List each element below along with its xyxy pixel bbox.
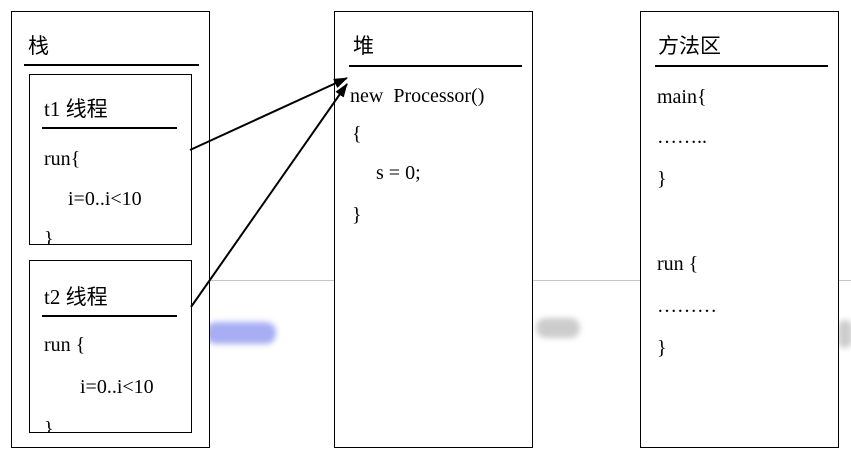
thread-t1-box: t1 线程 run{ i=0..i<10 } xyxy=(29,74,192,245)
thread-t1-code-line: } xyxy=(44,228,54,245)
method-area-code-line: } xyxy=(657,337,667,359)
method-area-title-underline xyxy=(655,65,828,67)
heap-code-line: { xyxy=(352,123,362,145)
gray-smudge-edge xyxy=(838,320,851,348)
thread-t2-title: t2 线程 xyxy=(44,285,108,309)
thread-t2-box: t2 线程 run { i=0..i<10 } xyxy=(29,260,192,433)
method-area-code-line: …….. xyxy=(657,126,707,148)
thread-t2-code-line: i=0..i<10 xyxy=(80,376,154,398)
stack-title-underline xyxy=(24,64,199,66)
method-area-title: 方法区 xyxy=(658,34,721,58)
stack-panel: 栈 t1 线程 run{ i=0..i<10 } t2 线程 run { i=0… xyxy=(11,11,210,448)
heap-code-line: } xyxy=(352,204,362,226)
thread-t1-underline xyxy=(42,127,177,129)
stack-title: 栈 xyxy=(28,34,49,58)
thread-t1-code-line: i=0..i<10 xyxy=(68,188,142,210)
thread-t2-code-line: run { xyxy=(44,334,86,356)
method-area-code-line: ……… xyxy=(657,295,717,317)
method-area-code-line: } xyxy=(657,168,667,190)
blue-smudge xyxy=(206,322,276,344)
heap-code-line: new Processor() xyxy=(350,85,485,107)
thread-t1-title: t1 线程 xyxy=(44,97,108,121)
method-area-panel: 方法区 main{ …….. } run { ……… } xyxy=(640,11,839,448)
heap-code-line: s = 0; xyxy=(376,162,421,184)
heap-title: 堆 xyxy=(353,34,374,58)
heap-panel: 堆 new Processor() { s = 0; } xyxy=(334,11,533,448)
thread-t1-code-line: run{ xyxy=(44,148,81,170)
thread-t2-code-line: } xyxy=(44,418,54,433)
thread-t2-underline xyxy=(42,315,177,317)
arrow-t1-to-heap xyxy=(189,77,348,151)
gray-smudge xyxy=(536,318,580,338)
method-area-code-line: main{ xyxy=(657,86,707,108)
arrow-t2-to-heap xyxy=(190,83,348,308)
heap-title-underline xyxy=(349,65,522,67)
method-area-code-line: run { xyxy=(657,253,699,275)
